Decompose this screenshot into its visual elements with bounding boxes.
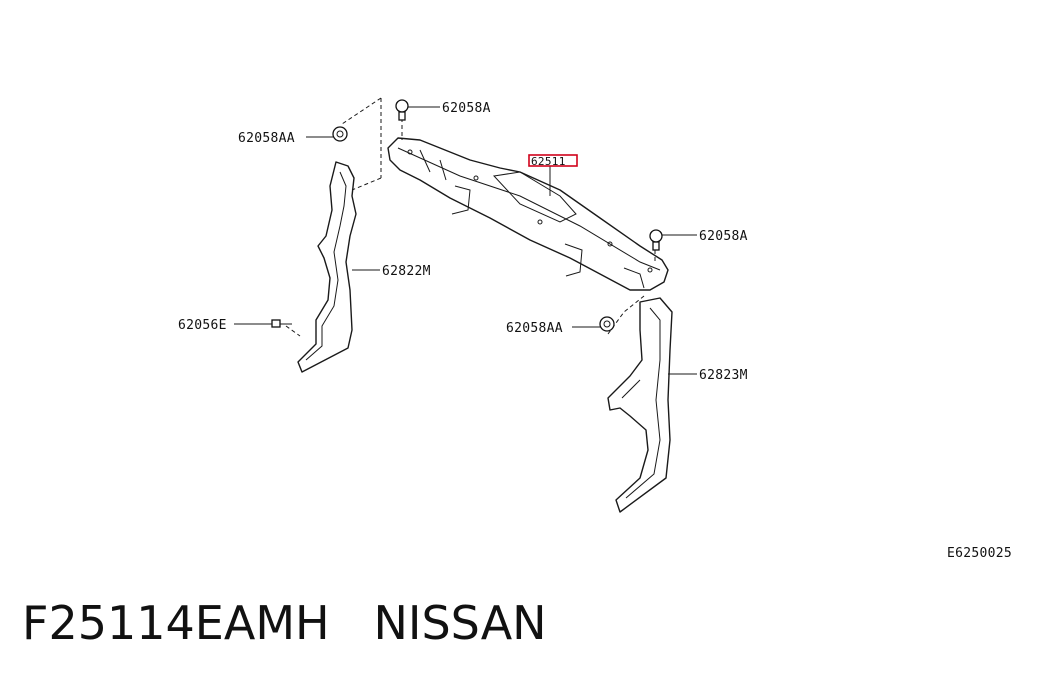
fastener-clip-top-left [332, 126, 348, 142]
caption: F25114EAMH NISSAN [22, 596, 547, 650]
upper-support-bar [387, 137, 669, 291]
fastener-bolt-top [395, 99, 409, 121]
brand-name: NISSAN [373, 596, 547, 650]
right-side-member [607, 297, 673, 513]
figure-code: E6250025 [947, 546, 1012, 561]
highlight-box [528, 154, 578, 167]
mounting-guide-lines [285, 97, 656, 337]
callout-screw-left: 62056E [178, 318, 227, 333]
callout-side-right: 62823M [699, 368, 748, 383]
callout-main-support: 62511 [531, 155, 566, 168]
callout-leaders [234, 106, 697, 375]
fastener-screw-left [271, 319, 292, 328]
callout-side-left: 62822M [382, 264, 431, 279]
callout-bolt-right: 62058A [699, 229, 748, 244]
fastener-clip-right [599, 316, 615, 332]
part-number: F25114EAMH [22, 596, 330, 650]
callout-bolt-top: 62058A [442, 101, 491, 116]
callout-clip-right: 62058AA [506, 321, 563, 336]
callout-clip-top-left: 62058AA [238, 131, 295, 146]
left-side-member [297, 161, 357, 373]
fastener-bolt-right [649, 229, 663, 251]
